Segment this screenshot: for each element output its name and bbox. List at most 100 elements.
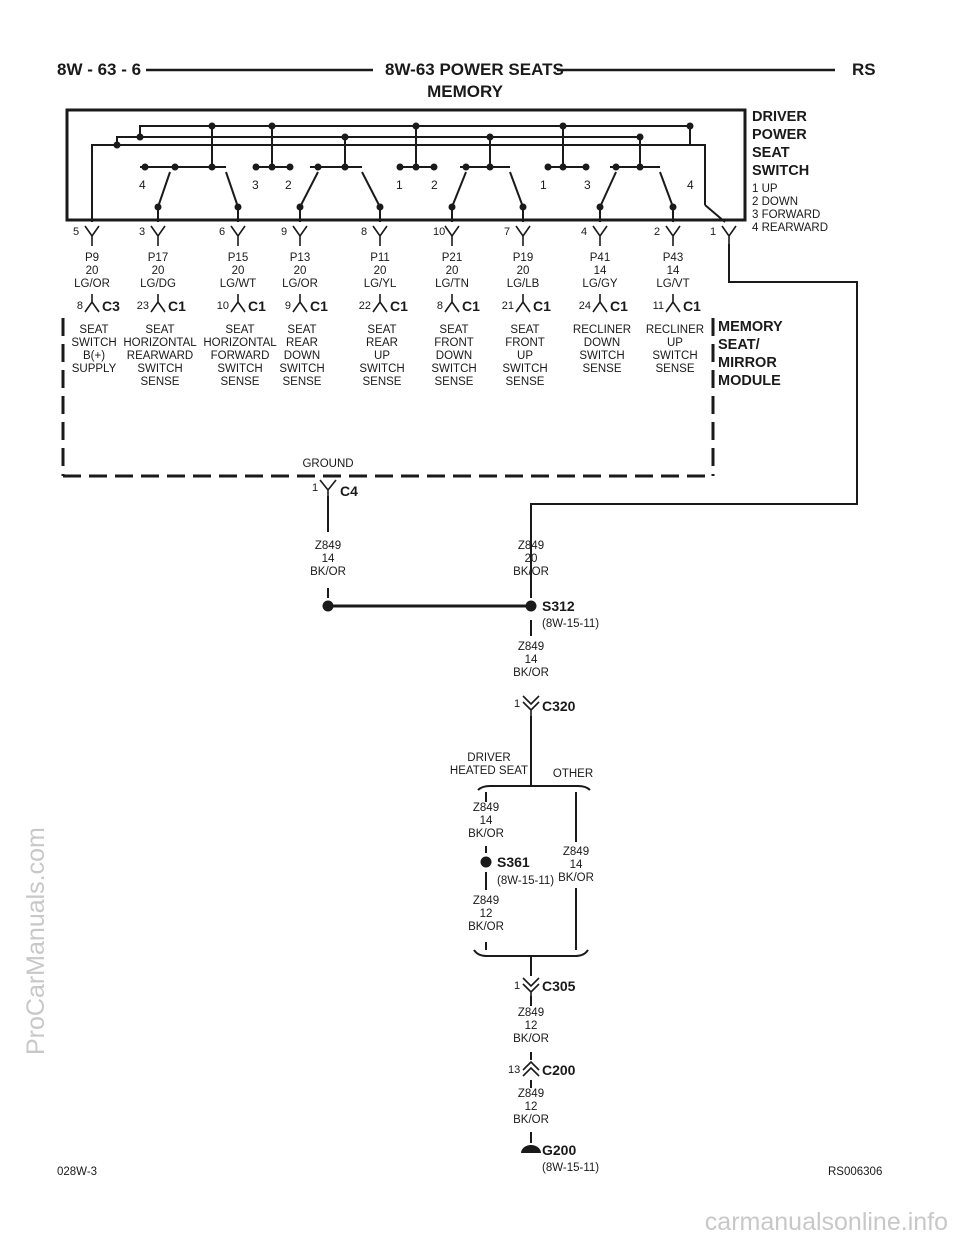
wire-id: Z849	[314, 540, 342, 552]
wire-color: LG/GY	[582, 278, 618, 290]
switch-name-line: POWER	[752, 127, 807, 143]
module-pin-number: 24	[578, 300, 591, 312]
description-line: SENSE	[140, 376, 180, 388]
wire-gauge: 14	[569, 859, 583, 871]
module-name-line: MIRROR	[718, 355, 777, 371]
wire-gauge: 20	[231, 265, 245, 277]
wire-id: Z849	[472, 895, 500, 907]
switch-pin-number: 8	[361, 226, 368, 238]
switch-pin-number: 3	[139, 226, 146, 238]
module-connector-id: C3	[102, 298, 120, 314]
c320-connector-id: C320	[542, 698, 576, 714]
c200-connector-id: C200	[542, 1062, 576, 1078]
description-line: SEAT	[225, 324, 255, 336]
switch-pin-connector-icon	[444, 225, 460, 246]
branch-other-label: OTHER	[552, 768, 594, 780]
description-line: SENSE	[505, 376, 545, 388]
wire-gauge: 14	[479, 815, 493, 827]
s312-label: S312	[542, 598, 575, 614]
switch-pin-number: 1	[710, 226, 717, 238]
switch-box	[65, 108, 747, 222]
wire-label-other: Z849 14 BK/OR	[558, 846, 594, 885]
wire-label-z849-left: Z849 14 BK/OR	[310, 540, 346, 579]
page-title-line2: MEMORY	[427, 82, 503, 101]
description-line: DOWN	[283, 350, 321, 362]
description-line: SENSE	[362, 376, 402, 388]
branch-driver-label: DRIVER HEATED SEAT	[450, 752, 528, 778]
description-line: FRONT	[505, 337, 545, 349]
wire-gauge: 12	[524, 1101, 538, 1113]
description-line: SENSE	[434, 376, 474, 388]
description-line: SEAT	[287, 324, 317, 336]
c305-pin: 1	[514, 980, 521, 992]
module-connector-id: C1	[168, 298, 186, 314]
description-line: SWITCH	[579, 350, 625, 362]
wire-id: P41	[589, 252, 611, 264]
description-line: SEAT	[145, 324, 175, 336]
wire-color: BK/OR	[513, 566, 549, 578]
switch-pin-number: 10	[433, 226, 446, 238]
switch-pin-connector-icon	[150, 225, 166, 246]
wire-color: BK/OR	[513, 1033, 549, 1045]
wire-gauge: 12	[479, 908, 493, 920]
description-line: UP	[517, 350, 533, 362]
switch-legend: 1 UP 2 DOWN 3 FORWARD 4 REARWARD	[752, 183, 828, 235]
description-line: DOWN	[435, 350, 473, 362]
wire-label-driver: Z849 14 BK/OR	[468, 802, 504, 841]
module-pin-number: 8	[76, 300, 83, 312]
description-line: SUPPLY	[71, 363, 117, 375]
wire-gauge: 12	[524, 1020, 538, 1032]
module-name-line: MODULE	[718, 373, 781, 389]
c4-connector-id: C4	[340, 483, 358, 499]
legend-item: 1 UP	[752, 183, 778, 195]
switch-position-label: 4	[139, 178, 146, 192]
module-connector-id: C1	[248, 298, 266, 314]
wire-gauge: 14	[593, 265, 607, 277]
s312-splice-left	[322, 600, 334, 612]
switch-position-label: 1	[396, 178, 403, 192]
wire-color: LG/TN	[435, 278, 469, 290]
c320-pin: 1	[514, 698, 521, 710]
wire-gauge: 20	[85, 265, 99, 277]
wire-id: P13	[289, 252, 311, 264]
module-pin-number: 22	[358, 300, 371, 312]
description-line: SEAT	[439, 324, 469, 336]
module-pin-number: 9	[284, 300, 291, 312]
switch-pin-number: 7	[504, 226, 511, 238]
module-connector-id: C1	[533, 298, 551, 314]
watermark-side: ProCarManuals.com	[22, 827, 50, 1055]
wire-color: BK/OR	[468, 921, 504, 933]
wire-id: P11	[370, 252, 390, 264]
module-name-line: MEMORY	[718, 319, 783, 335]
description-line: REARWARD	[126, 350, 194, 362]
description-line: RECLINER	[645, 324, 705, 336]
wire-color: BK/OR	[558, 872, 594, 884]
legend-item: 2 DOWN	[752, 196, 798, 208]
wire-id: P17	[147, 252, 169, 264]
description-line: SWITCH	[71, 337, 117, 349]
page-title-line1: 8W-63 POWER SEATS	[385, 60, 564, 79]
switch-pin-connector-icon	[721, 225, 737, 246]
description-line: RECLINER	[572, 324, 632, 336]
wire-id: Z849	[517, 540, 545, 552]
description-line: SENSE	[282, 376, 322, 388]
footer-left: 028W-3	[57, 1166, 98, 1178]
s312-splice	[525, 600, 537, 612]
c4-pin: 1	[312, 482, 319, 494]
switch-name-line: SWITCH	[752, 163, 810, 179]
switch-pin-connector-icon	[515, 225, 531, 246]
description-line: SWITCH	[359, 363, 405, 375]
module-connector-id: C1	[390, 298, 408, 314]
